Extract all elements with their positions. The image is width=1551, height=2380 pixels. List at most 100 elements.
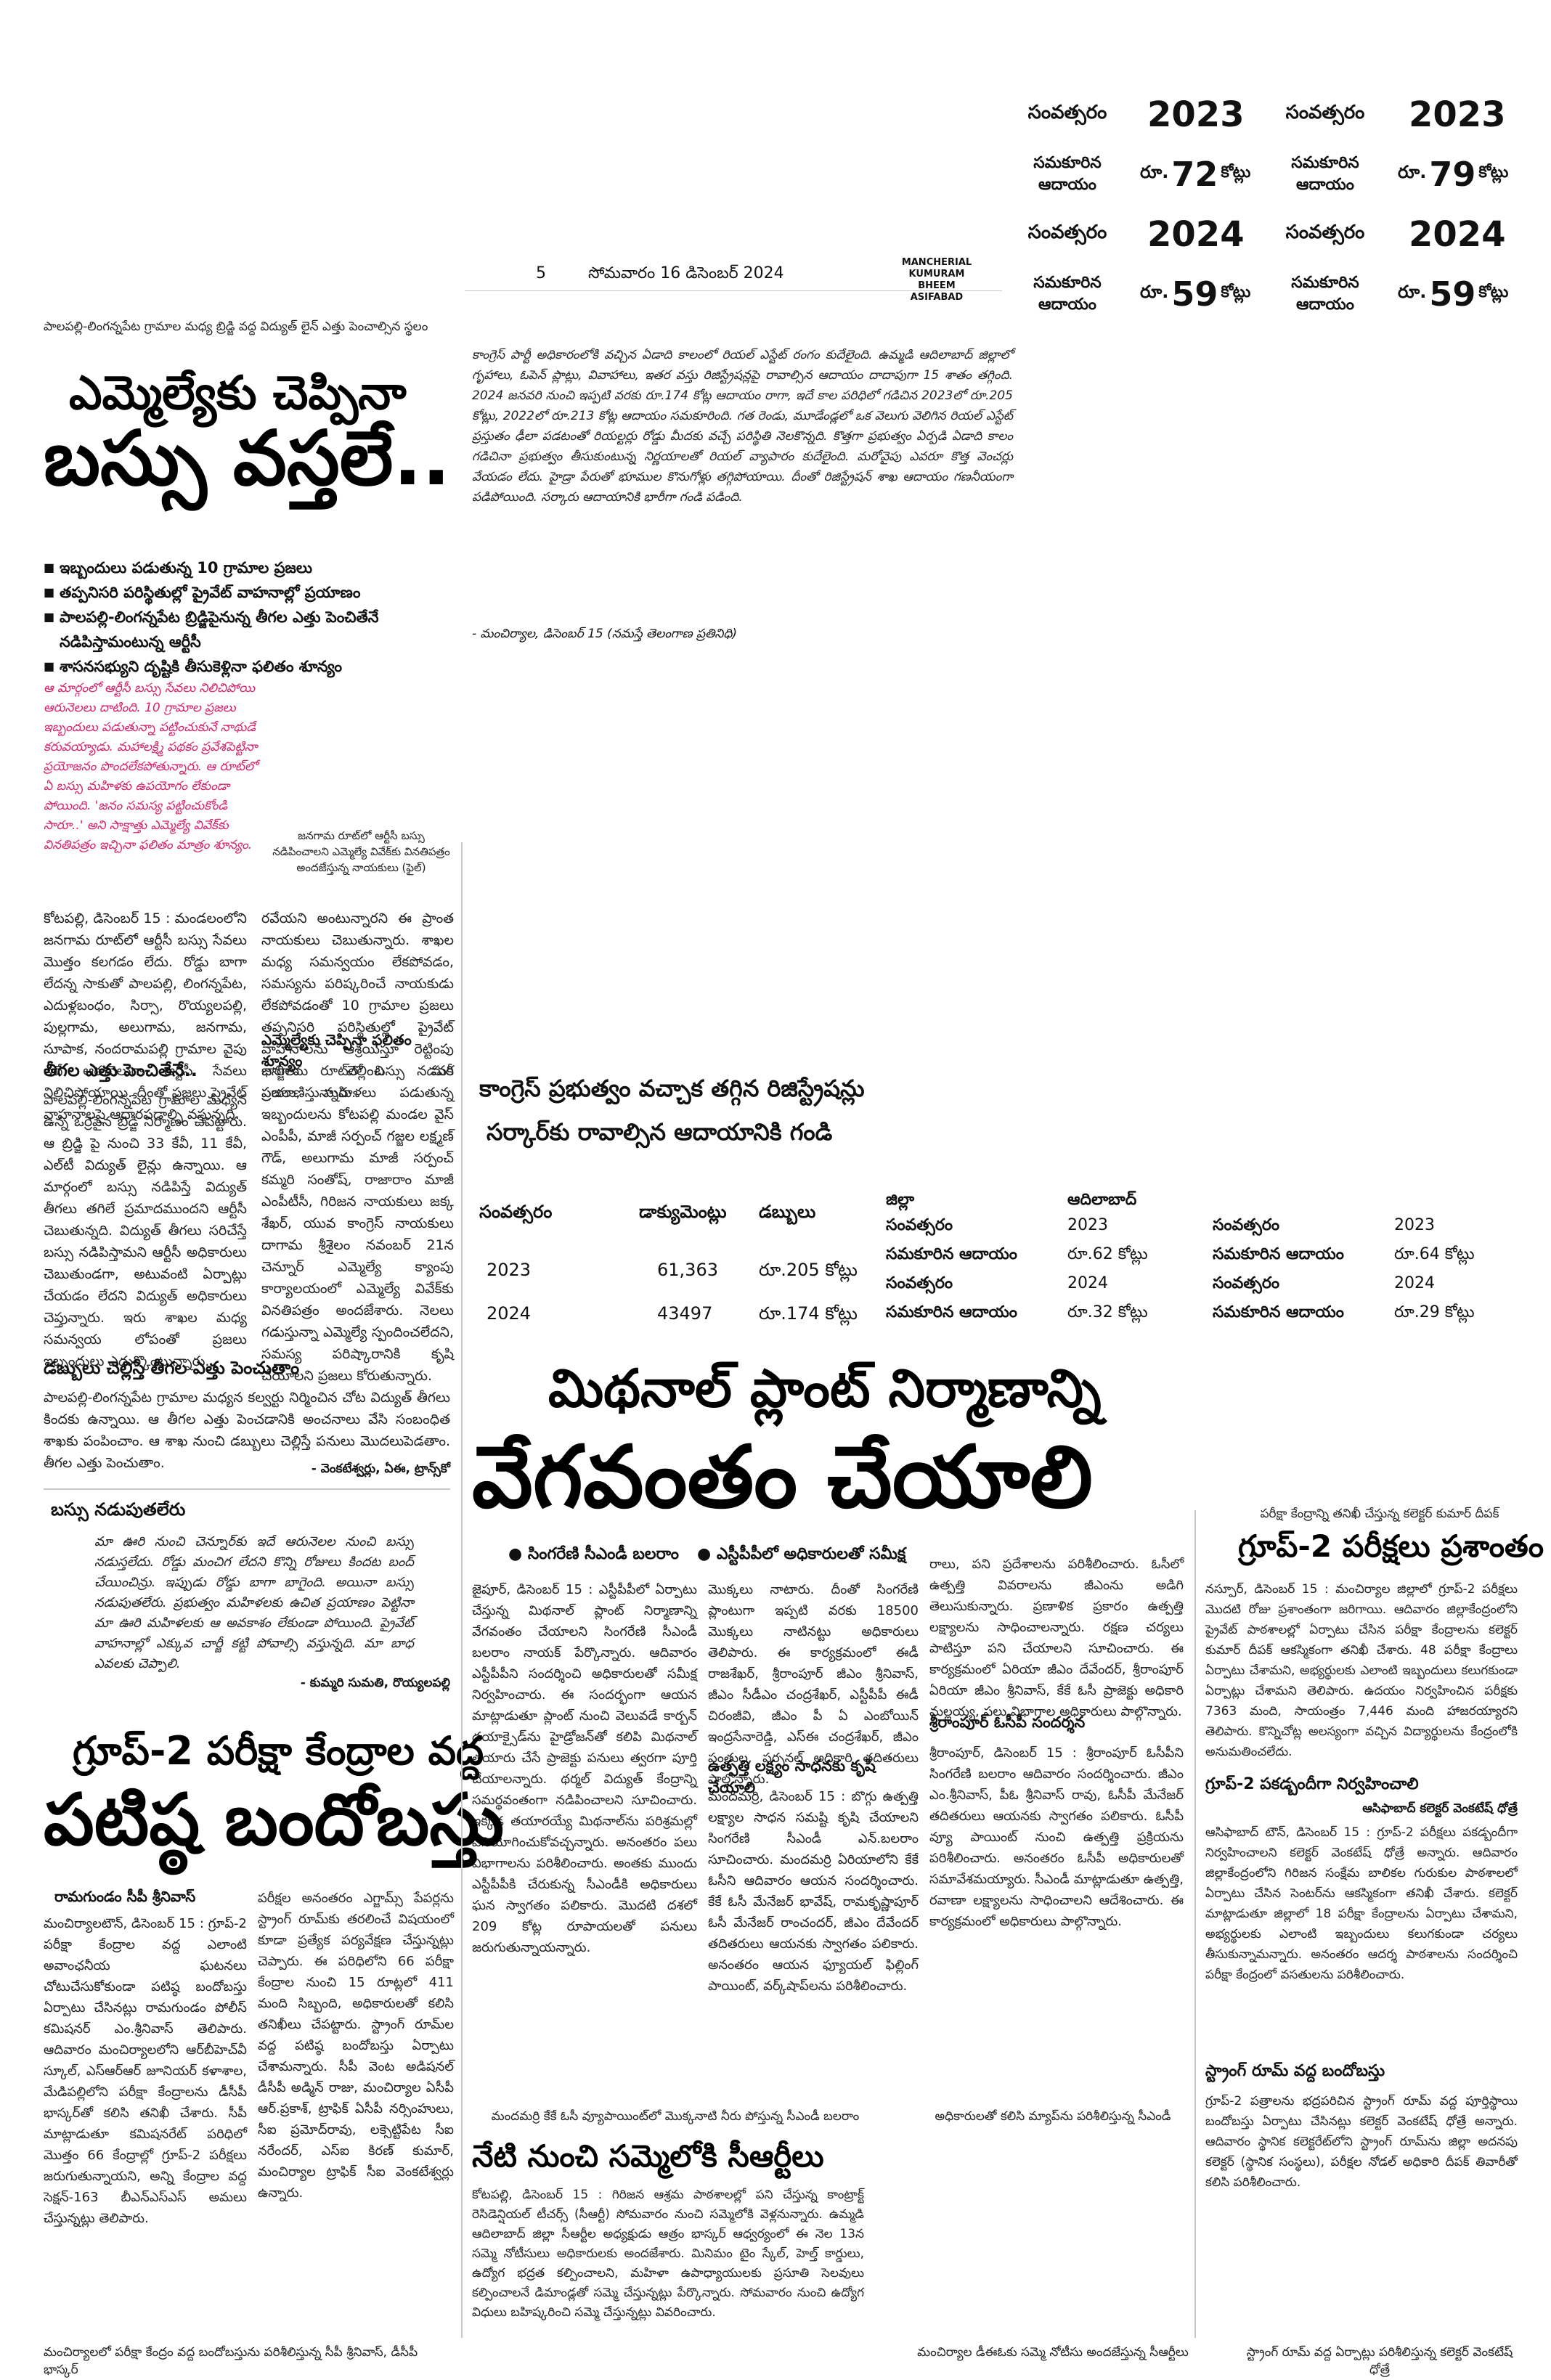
edition-label: MANCHERIAL KUMURAM BHEEM ASIFABAD [893,257,980,303]
table-cell: 2024 [1067,1274,1108,1292]
edition-line: MANCHERIAL [901,257,972,268]
edition-line: ASIFABAD [910,292,964,303]
stats-label: సంవత్సరం [1027,102,1107,123]
methanol-col3: రాలు, పని ప్రదేశాలను పరిశీలించారు. ఓసీలో… [929,1557,1184,1719]
methanol-col2b: మందమర్రి, డిసెంబర్ 15 : బొగ్గు ఉత్పత్తి … [708,1789,919,1994]
table-cell: రూ.174 కోట్లు [759,1303,858,1324]
column-rule [1194,1510,1196,2338]
table-cell: 2024 [1394,1274,1435,1292]
stats-year: 2024 [1409,214,1506,255]
table-cell: సంవత్సరం [1213,1274,1280,1292]
table-cell: రూ.64 కోట్లు [1394,1245,1475,1263]
stats-col2-row2: సమకూరిన ఆదాయం రూ. 79 కోట్లు [1267,152,1508,196]
stats-amount: 79 [1429,155,1476,194]
stats-year: 2024 [1147,214,1245,255]
bus-box-title: బస్సు నడుపుతలేరు [51,1499,186,1520]
stats-col2-row3: సంవత్సరం 2024 [1267,214,1506,255]
table-cell: రూ.62 కోట్లు [1067,1245,1148,1263]
table-cell: 2023 [487,1260,532,1280]
table-cell: సమకూరిన ఆదాయం [1213,1245,1344,1263]
table-cell: 43497 [657,1303,713,1324]
bullet-item: తప్పనిసరి పరిస్థితుల్లో ప్రైవేట్ వాహనాల్… [44,580,450,605]
methanol-tag2: ● ఎస్టీపీపీలో అధికారులతో సమీక్ష [697,1545,905,1567]
stats-amount: 72 [1171,155,1218,194]
bus-col2-para1: రవేయని అంటున్నారని ఈ ప్రాంత నాయకులు చెబు… [261,910,454,1101]
group2-security-col2: పరీక్షల అనంతరం ఎగ్జామ్స్ పేపర్లను స్ట్రా… [258,1891,454,2201]
table-cell: జిల్లా [886,1191,915,1209]
bus-bottom-para: పాలపల్లి-లింగన్నపేట గ్రామాల మధ్యన కల్వర్… [44,1390,450,1471]
methanol-col1: జైపూర్, డిసెంబర్ 15 : ఎస్టీపీపీలో ఏర్పాట… [472,1582,697,1955]
crt-body: కోటపల్లి, డిసెంబర్ 15 : గిరిజన ఆశ్రమ పాఠ… [472,2188,864,2320]
edition-line: KUMURAM BHEEM [908,269,965,291]
tag-bullet-icon: ● [697,1545,717,1563]
stats-label: సంవత్సరం [1285,221,1365,243]
column-rule [461,842,463,2338]
table-cell: రూ.32 కోట్లు [1067,1303,1148,1321]
bus-col2-subhead: ఎమ్మెల్యేకు చెప్పినా ఫలితం శూన్యం [261,1031,412,1069]
group2-calm-col: నస్పూర్, డిసెంబర్ 15 : మంచిర్యాల జిల్లాల… [1205,1582,1518,1759]
stats-rs: రూ. [1398,282,1427,302]
stats-year: 2023 [1147,94,1245,135]
photo2-caption: జనగామ రూట్‌లో ఆర్టీసీ బస్సు నడిపించాలని … [272,829,450,874]
stats-amount: 59 [1429,274,1476,314]
table-cell: 61,363 [657,1260,718,1280]
group2-security-byline: రామగుండం సీపీ శ్రీనివాస్ [54,1888,196,1905]
masthead-rule [465,290,1002,291]
table-cell: సమకూరిన ఆదాయం [886,1245,1017,1263]
bullet-item: పాలపల్లి-లింగన్నపేట బ్రిడ్జిపైనున్న తీగల… [44,605,450,654]
registration-lead: కాంగ్రెస్ పార్టీ అధికారంలోకి వచ్చిన ఏడాద… [472,348,1013,505]
stats-col1-row3: సంవత్సరం 2024 [1002,214,1245,255]
bus-pink-intro: ఆ మార్గంలో ఆర్టీసీ బస్సు సేవలు నిలిచిపోయ… [44,681,258,852]
table-cell: రూ.29 కోట్లు [1394,1303,1475,1321]
stats-label: సమకూరిన ఆదాయం [1291,274,1359,314]
bus-bullet-list: ఇబ్బందులు పడుతున్న 10 గ్రామాల ప్రజలు తప్… [44,555,450,679]
methanol-subhead2: శ్రీరాంపూర్ ఓసీపీ సందర్శన [929,1713,1086,1731]
methanol-col3b: శ్రీరాంపూర్, డిసెంబర్ 15 : శ్రీరాంపూర్ ఓ… [929,1745,1184,1929]
stats-label: సమకూరిన ఆదాయం [1033,274,1102,314]
stats-year: 2023 [1409,94,1506,135]
registration-table-right: సంవత్సరం 2023 సమకూరిన ఆదాయం రూ.64 కోట్లు… [1213,1187,1518,1332]
bus-col2-para2: జనగామ రూట్‌లో బస్సు నడవక ప్రజలు, మహిళలు … [261,1063,454,1384]
group2-calm-headline: గ్రూప్-2 పరీక్షలు ప్రశాంతం [1238,1528,1544,1564]
page-number: 5 [536,264,546,282]
table-header: డబ్బులు [759,1202,816,1222]
group2-calm-col2: ఆసిఫాబాద్ టౌన్, డిసెంబర్ 15 : గ్రూప్-2 ప… [1205,1825,1518,1982]
methanol-subhead: ఉత్పత్తి లక్ష్యం సాధనకు కృషి చేయాలి [708,1757,876,1796]
methanol-headline2: వేగవంతం చేయాలి [472,1427,1093,1527]
stats-col1-row4: సమకూరిన ఆదాయం రూ. 59 కోట్లు [1002,272,1250,316]
bus-bottom-byline: - వెంకటేశ్వర్లు, ఏఈ, ట్రాన్స్‌కో [311,1462,450,1476]
table-header: డాక్యుమెంట్లు [639,1202,727,1222]
stats-unit: కోట్లు [1221,163,1251,182]
table-cell: 2023 [1394,1216,1435,1234]
methanol-tag1: ● సింగరేణి సీఎండీ బలరాం [508,1545,679,1567]
page-date: సోమవారం 16 డిసెంబర్ 2024 [588,264,784,282]
bus-box-text: మా ఊరి నుంచి చెన్నూర్‌కు ఇదే ఆరునెలల నుం… [94,1534,414,1671]
stats-col1-row2: సమకూరిన ఆదాయం రూ. 72 కోట్లు [1002,152,1250,196]
group2-calm-sub-byline: ఆసిఫాబాద్ కలెక్టర్ వెంకటేష్ ధోత్రే [1362,1801,1518,1816]
registration-table-left: సంవత్సరం డాక్యుమెంట్లు డబ్బులు 2023 61,3… [479,1191,871,1336]
group2-security-caption: మంచిర్యాలలో పరీక్షా కేంద్రం వద్ద బందోబస్… [44,2345,418,2377]
stats-rs: రూ. [1140,162,1169,182]
registration-headline1: కాంగ్రెస్ ప్రభుత్వం వచ్చాక తగ్గిన రిజిస్… [479,1075,865,1102]
group2-calm-top-caption: పరీక్షా కేంద్రాన్ని తనిఖీ చేస్తున్న కలెక… [1260,1507,1499,1521]
bullet-item: శాసనసభ్యుని దృష్టికి తీసుకెళ్లినా ఫలితం … [44,654,450,679]
table-header: సంవత్సరం [479,1202,553,1222]
group2-security-col1: మంచిర్యాలటౌన్, డిసెంబర్ 15 : గ్రూప్-2 పర… [44,1916,247,2226]
crt-headline: నేటి నుంచి సమ్మెలోకి సీఆర్టీలు [472,2138,824,2174]
bus-col1-para1: కోటపల్లి, డిసెంబర్ 15 : మండలంలోని జనగామ … [44,910,247,1122]
table-cell: సంవత్సరం [886,1274,953,1292]
bus-headline-line2: బస్సు వస్తలే.. [44,414,451,502]
stats-label: సంవత్సరం [1285,102,1365,123]
stats-col1-row1: సంవత్సరం 2023 [1002,94,1245,135]
methanol-photo-right-caption: అధికారులతో కలిసి మ్యాప్‌ను పరిశీలిస్తున్… [935,2109,1171,2124]
group2-security-headline2: పటిష్ఠ బందోబస్తు [44,1779,504,1862]
box-divider [44,1488,450,1490]
table-cell: ఆదిలాబాద్ [1067,1191,1137,1209]
tag-bullet-icon: ● [508,1545,528,1563]
table-cell: సమకూరిన ఆదాయం [886,1303,1017,1321]
group2-calm-subhead2: స్ట్రాంగ్ రూమ్ వద్ద బందోబస్తు [1205,2062,1385,2080]
table-cell: సంవత్సరం [886,1216,953,1234]
stats-label: సమకూరిన ఆదాయం [1291,154,1359,194]
bus-col1-para2: పాలపల్లి-లింగన్నపేట గ్రామాల మధ్యన ఉన్న ఒ… [44,1092,247,1369]
bus-blue-subhead: డబ్బులు చెల్లిస్తే తీగల ఎత్తు పెంచుతాం [44,1358,300,1378]
